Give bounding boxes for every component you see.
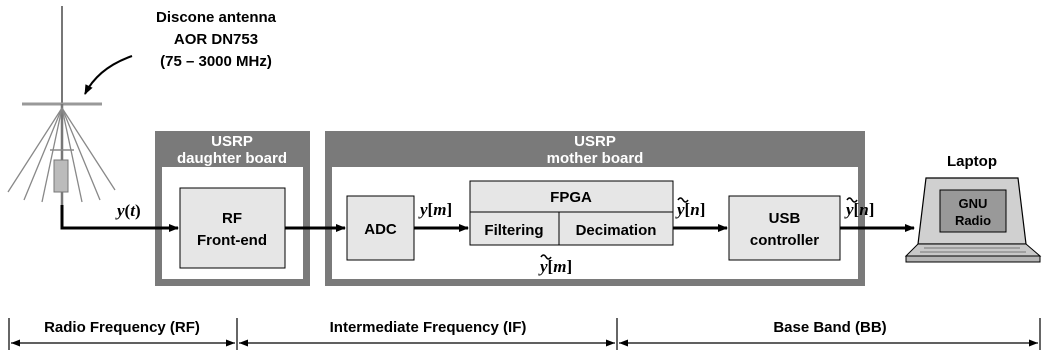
rf-frontend-block [179, 187, 286, 269]
antenna-name-label: Discone antenna [156, 9, 277, 26]
arrow-antenna-to-rf [60, 205, 179, 232]
tilde-marks [540, 197, 858, 260]
signal-y-tilde-m: y[m] [538, 257, 572, 276]
signal-y-t: y(t) [115, 201, 141, 220]
band-if-label: Intermediate Frequency (IF) [330, 319, 527, 336]
laptop-label: Laptop [947, 153, 997, 170]
rf-frontend-line1: RF [222, 210, 242, 227]
antenna-range-label: (75 – 3000 MHz) [160, 53, 272, 70]
fpga-decimation: Decimation [576, 222, 657, 239]
signal-y-tilde-n-fpga: y[n] [675, 200, 705, 219]
fpga-filtering: Filtering [484, 222, 543, 239]
daughter-board-title-line2: daughter board [177, 150, 287, 167]
band-rf-label: Radio Frequency (RF) [44, 319, 200, 336]
band-bb-label: Base Band (BB) [773, 319, 886, 336]
mother-board-title-line2: mother board [547, 150, 644, 167]
usb-line1: USB [769, 210, 801, 227]
band-ticks [8, 318, 1041, 350]
signal-y-m: y[m] [418, 200, 452, 219]
usb-line2: controller [750, 232, 819, 249]
usb-controller-block [728, 195, 841, 261]
fpga-block [469, 180, 674, 246]
adc-label: ADC [364, 221, 397, 238]
discone-antenna-icon [7, 6, 116, 205]
laptop-screen-line2: Radio [955, 213, 991, 228]
fpga-title: FPGA [550, 189, 592, 206]
antenna-model-label: AOR DN753 [174, 31, 258, 48]
rf-frontend-line2: Front-end [197, 232, 267, 249]
antenna-pointer-arrow [84, 55, 133, 95]
mother-board-title-line1: USRP [574, 133, 616, 150]
laptop-screen-line1: GNU [959, 196, 988, 211]
laptop-icon [904, 177, 1042, 263]
signal-y-tilde-n-usb: y[n] [844, 200, 874, 219]
daughter-board-title-line1: USRP [211, 133, 253, 150]
